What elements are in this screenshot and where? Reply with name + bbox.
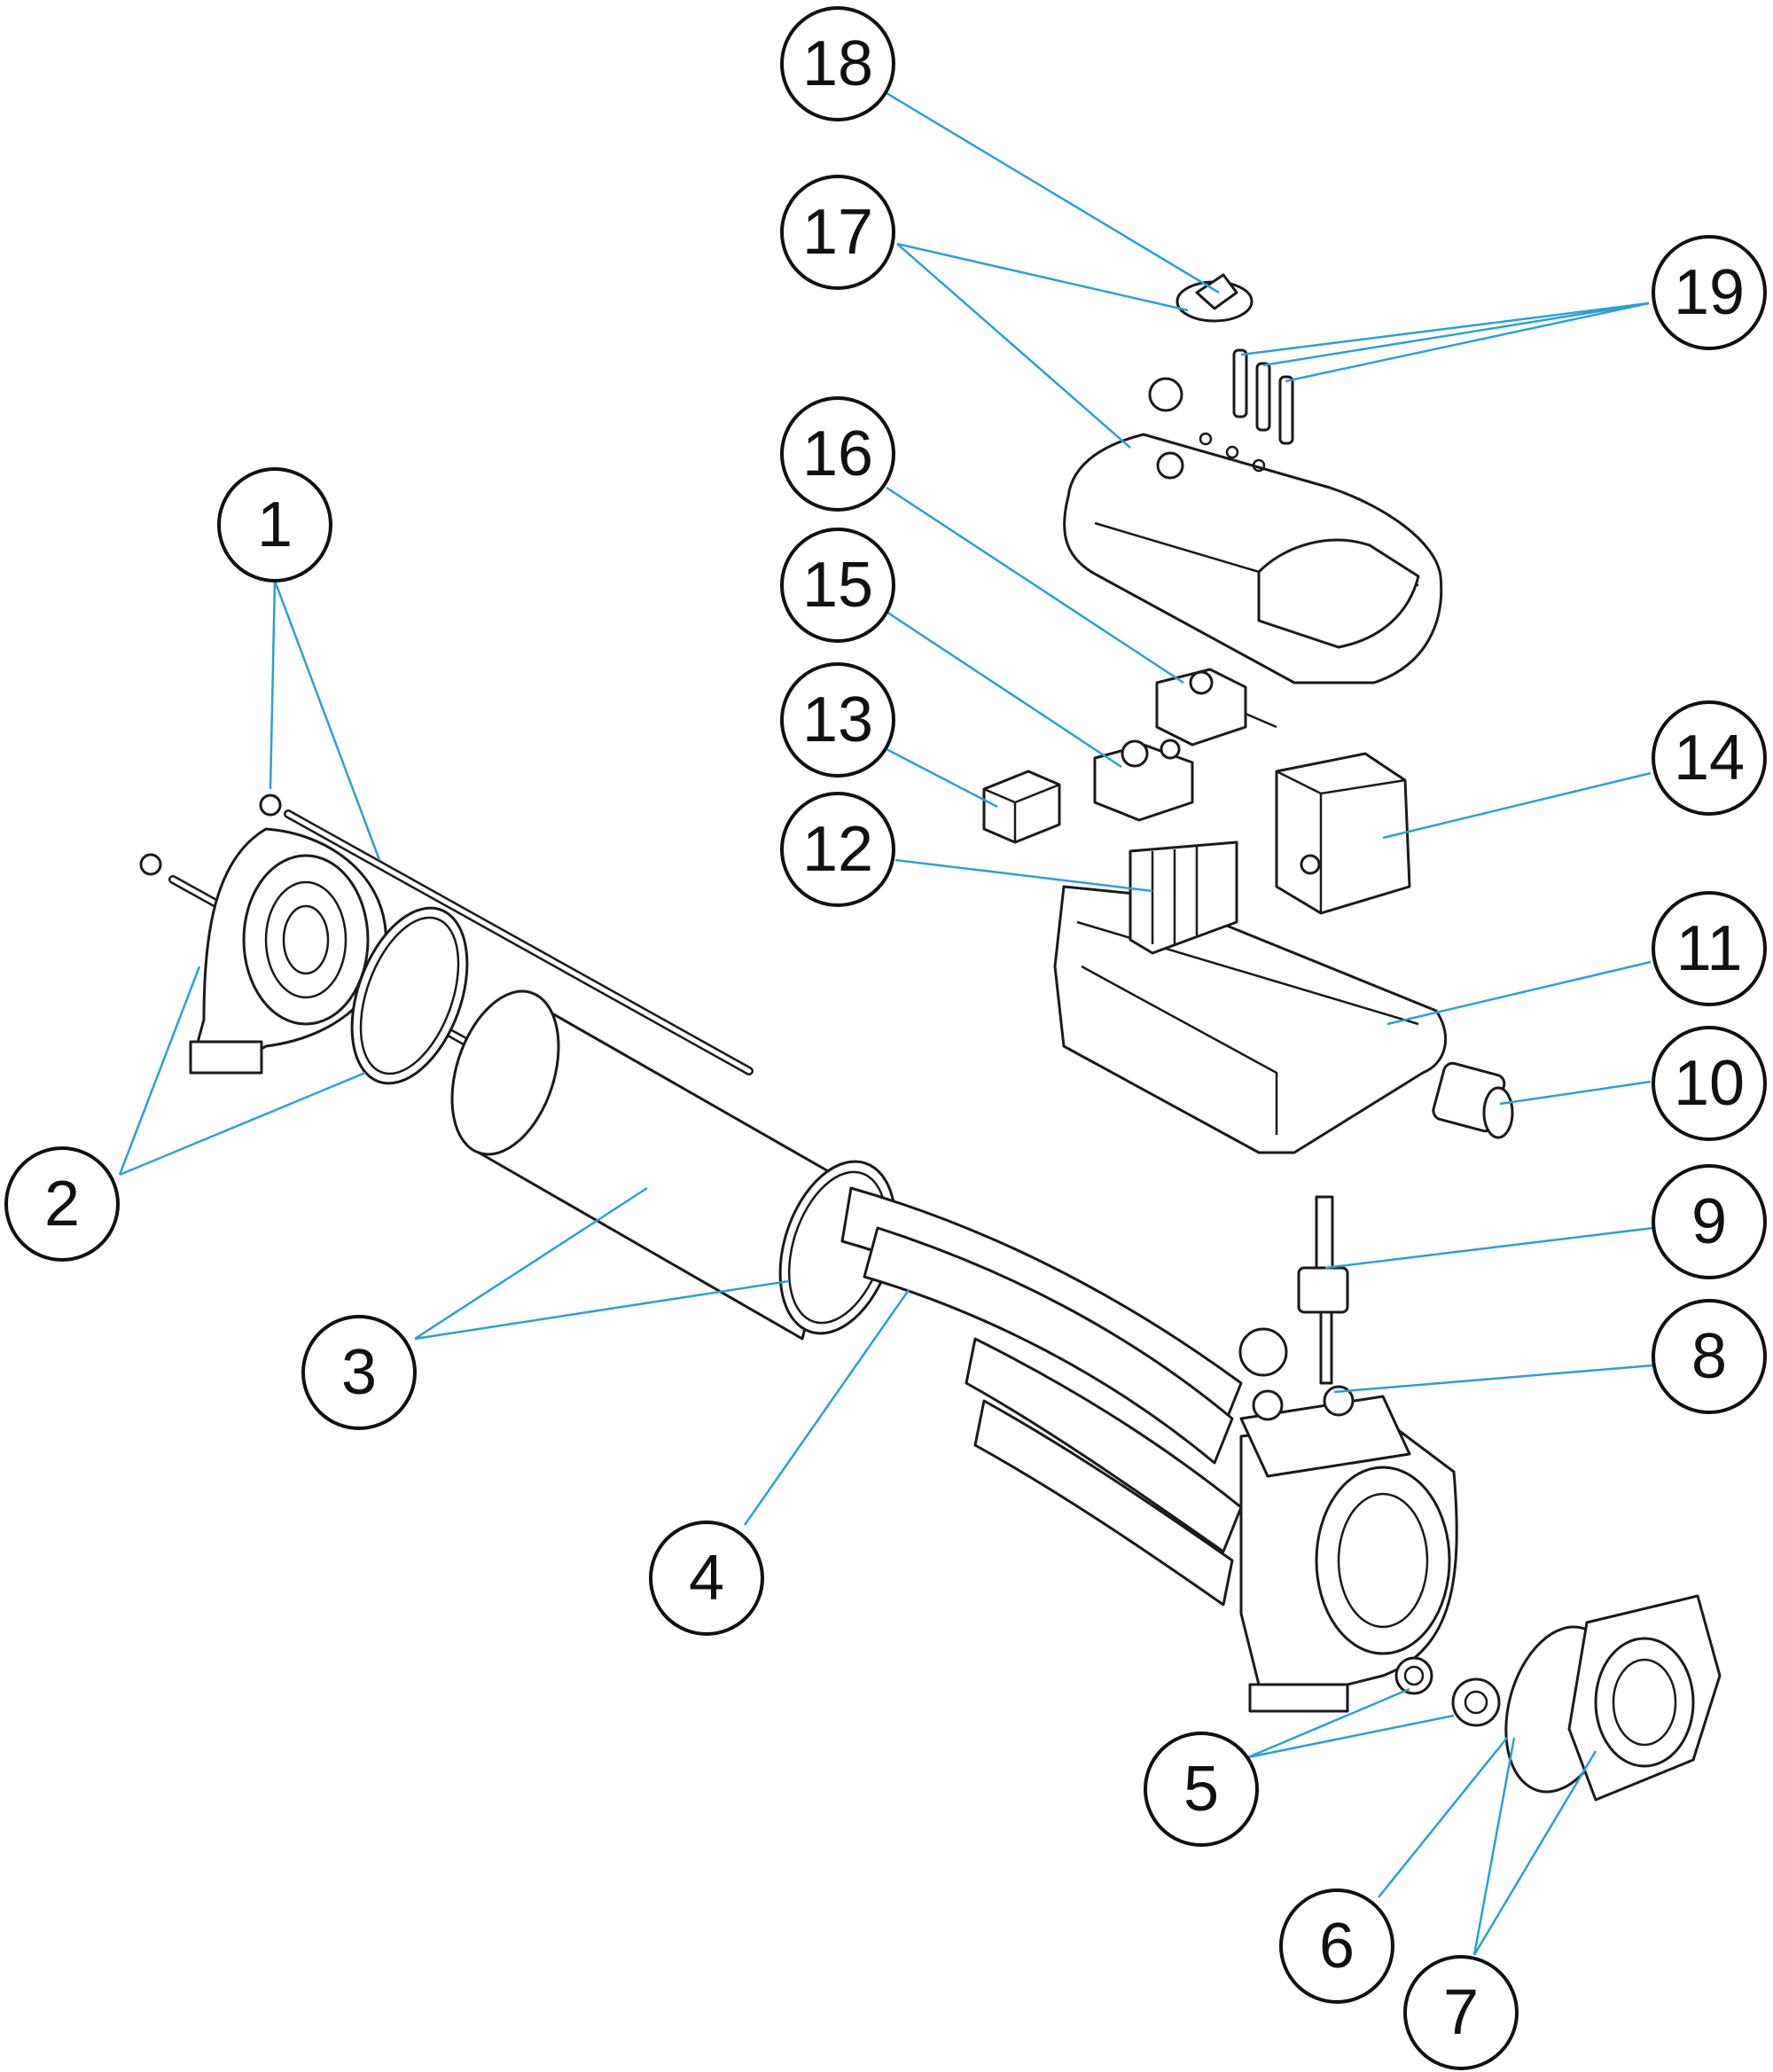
svg-text:2: 2 bbox=[44, 1169, 80, 1239]
callout-19: 19 bbox=[1652, 235, 1767, 350]
svg-text:8: 8 bbox=[1691, 1321, 1727, 1392]
callout-4: 4 bbox=[649, 1521, 764, 1636]
svg-text:3: 3 bbox=[341, 1337, 377, 1408]
drain-plugs bbox=[1394, 1656, 1501, 1727]
cable-gland bbox=[1432, 1061, 1514, 1139]
callout-7: 7 bbox=[1403, 1955, 1519, 2070]
svg-text:1: 1 bbox=[257, 489, 293, 560]
thermostat bbox=[1093, 739, 1194, 822]
svg-text:5: 5 bbox=[1183, 1754, 1219, 1825]
callout-12: 12 bbox=[780, 792, 895, 907]
svg-text:6: 6 bbox=[1319, 1911, 1355, 1982]
indicator-lamps bbox=[1232, 348, 1294, 445]
safety-thermostat bbox=[1155, 668, 1277, 747]
svg-text:15: 15 bbox=[802, 550, 873, 621]
callout-2: 2 bbox=[4, 1146, 120, 1262]
callout-10: 10 bbox=[1652, 1026, 1767, 1141]
svg-text:16: 16 bbox=[802, 418, 873, 489]
svg-text:14: 14 bbox=[1674, 723, 1745, 794]
terminal-block bbox=[1129, 841, 1238, 955]
callout-15: 15 bbox=[780, 528, 895, 643]
svg-text:11: 11 bbox=[1676, 913, 1743, 984]
relay bbox=[982, 770, 1061, 844]
callout-17: 17 bbox=[780, 175, 895, 290]
cover-cap bbox=[1148, 377, 1183, 412]
leader-lines bbox=[118, 91, 1654, 1956]
callout-16: 16 bbox=[780, 396, 895, 512]
svg-text:7: 7 bbox=[1443, 1977, 1479, 2048]
svg-text:19: 19 bbox=[1674, 257, 1745, 328]
svg-text:13: 13 bbox=[802, 684, 873, 755]
svg-text:18: 18 bbox=[802, 28, 873, 99]
knob bbox=[1175, 273, 1254, 323]
callout-13: 13 bbox=[780, 662, 895, 778]
rear-end-flange bbox=[189, 827, 387, 1075]
callout-5: 5 bbox=[1144, 1732, 1259, 1847]
svg-text:4: 4 bbox=[689, 1543, 724, 1614]
callout-1: 1 bbox=[217, 467, 332, 583]
electrical-box-base bbox=[1053, 885, 1448, 1154]
callout-11: 11 bbox=[1652, 891, 1767, 1006]
heating-elements bbox=[840, 1186, 1243, 1607]
rear-o-ring bbox=[350, 906, 469, 1085]
electrical-box-cover bbox=[1063, 432, 1443, 684]
callout-18: 18 bbox=[780, 6, 895, 121]
body-tube bbox=[450, 989, 844, 1341]
callout-8: 8 bbox=[1652, 1299, 1767, 1414]
svg-text:17: 17 bbox=[802, 197, 873, 268]
callout-6: 6 bbox=[1279, 1888, 1394, 2004]
contactor bbox=[1275, 752, 1411, 915]
callout-9: 9 bbox=[1652, 1164, 1767, 1279]
callout-14: 14 bbox=[1652, 700, 1767, 816]
head-casting bbox=[1239, 1395, 1458, 1713]
svg-text:10: 10 bbox=[1674, 1048, 1745, 1119]
svg-text:9: 9 bbox=[1691, 1186, 1727, 1257]
svg-text:12: 12 bbox=[802, 814, 873, 885]
sensor-probe bbox=[1238, 1195, 1355, 1421]
callout-3: 3 bbox=[301, 1315, 417, 1430]
front-flange bbox=[1567, 1594, 1722, 1802]
